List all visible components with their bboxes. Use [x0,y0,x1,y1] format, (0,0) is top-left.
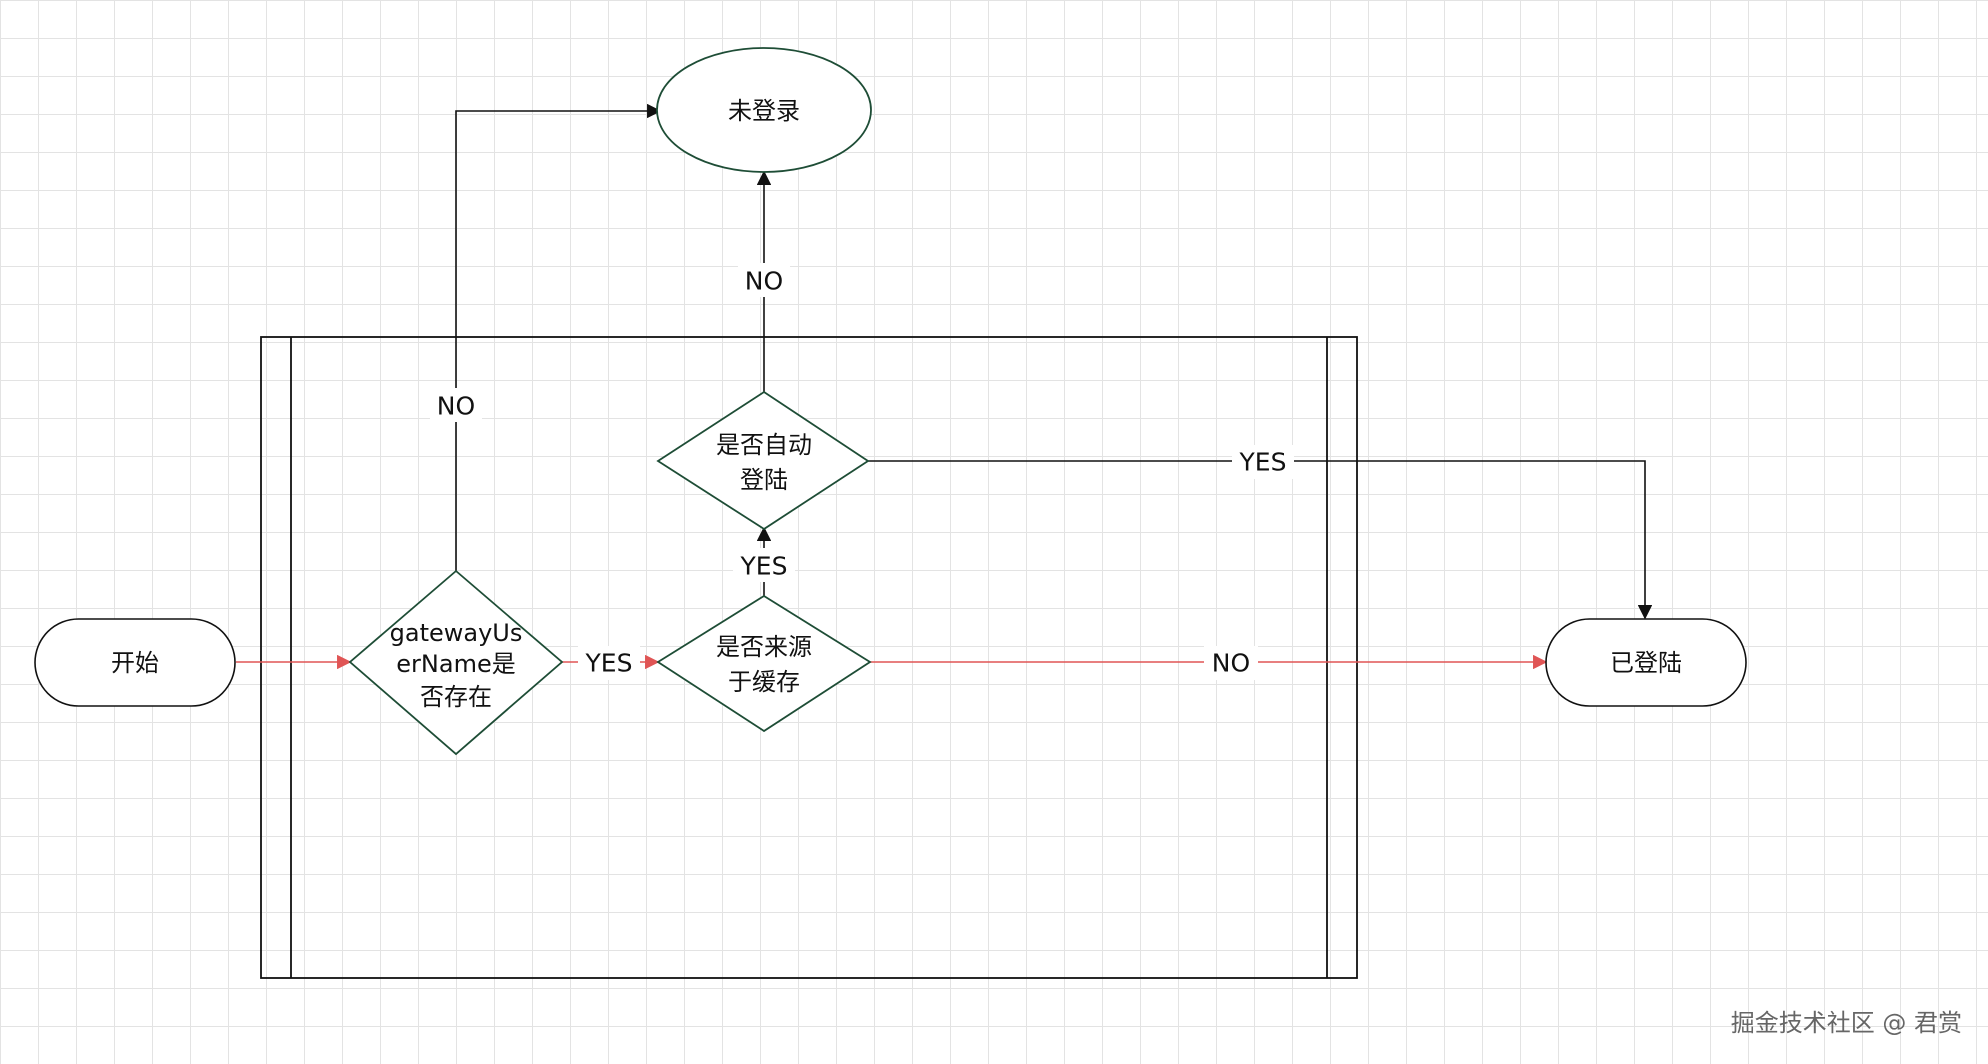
label-auto-yes: YES [1239,448,1287,477]
node-auto-label-line1: 是否自动 [716,431,812,459]
node-not-logged-in[interactable]: 未登录 [656,47,872,173]
watermark: 掘金技术社区 @ 君赏 [1730,1009,1962,1037]
node-not-logged-in-label: 未登录 [728,97,800,125]
node-cache-label-line1: 是否来源 [716,633,812,661]
node-cache-check[interactable]: 是否来源 于缓存 [656,594,872,733]
label-gateway-no: NO [437,392,475,421]
edge-gateway-no[interactable] [455,103,662,571]
node-start[interactable]: 开始 [34,618,236,707]
node-logged-in-label: 已登陆 [1610,649,1682,677]
node-gateway-check[interactable]: gatewayUs erName是 否存在 [348,569,564,756]
node-auto-label-line2: 登陆 [740,466,788,494]
edge-auto-yes[interactable] [868,460,1653,620]
process-container[interactable] [260,336,1358,979]
label-cache-no: NO [1212,649,1250,678]
node-auto-login-check[interactable]: 是否自动 登陆 [656,390,870,531]
node-logged-in[interactable]: 已登陆 [1545,618,1747,707]
node-gateway-label-line2: erName是 [396,650,515,678]
label-auto-no: NO [745,267,783,296]
label-gateway-yes: YES [585,649,633,678]
label-cache-yes: YES [740,552,788,581]
edge-labels: NO YES YES NO NO YES [430,263,1294,680]
node-gateway-label-line3: 否存在 [420,683,492,711]
node-cache-label-line2: 于缓存 [728,668,800,696]
node-gateway-label-line1: gatewayUs [390,619,523,647]
node-start-label: 开始 [111,649,159,677]
